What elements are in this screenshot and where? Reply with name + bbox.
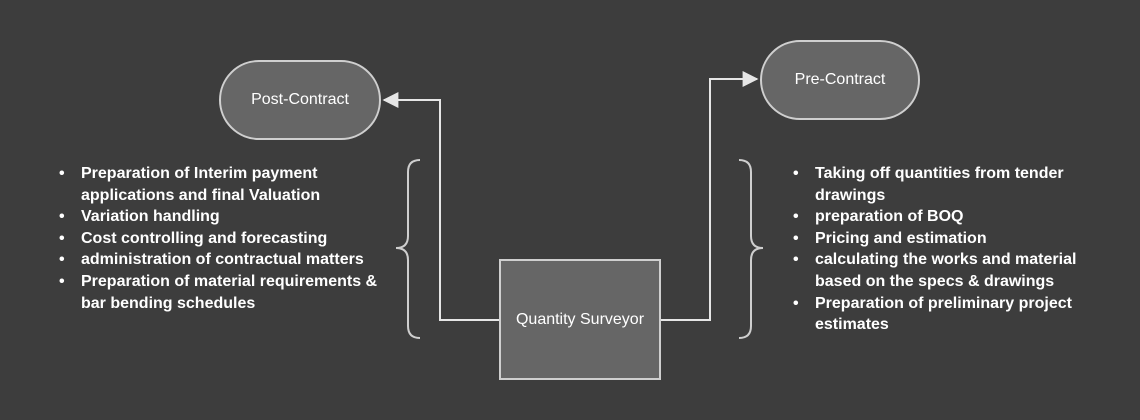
pre-contract-node: Pre-Contract	[760, 40, 920, 120]
right-brace	[738, 159, 764, 339]
post-contract-label: Post-Contract	[251, 91, 349, 108]
list-item: Preparation of Interim payment applicati…	[59, 163, 379, 206]
left-brace	[395, 159, 421, 339]
list-item: Pricing and estimation	[793, 228, 1103, 250]
connector-to-post-contract	[382, 92, 499, 321]
quantity-surveyor-node: Quantity Surveyor	[499, 259, 661, 380]
connector-to-pre-contract	[661, 71, 759, 321]
list-item: Preparation of preliminary project estim…	[793, 293, 1103, 336]
quantity-surveyor-label: Quantity Surveyor	[515, 310, 645, 328]
pre-contract-label: Pre-Contract	[794, 71, 886, 88]
list-item: calculating the works and material based…	[793, 249, 1103, 292]
list-item: Variation handling	[59, 206, 379, 228]
list-item: Cost controlling and forecasting	[59, 228, 379, 250]
list-item: Taking off quantities from tender drawin…	[793, 163, 1103, 206]
list-item: administration of contractual matters	[59, 249, 379, 271]
post-contract-task-list: Preparation of Interim payment applicati…	[59, 163, 379, 314]
list-item: preparation of BOQ	[793, 206, 1103, 228]
list-item: Preparation of material requirements & b…	[59, 271, 379, 314]
post-contract-node: Post-Contract	[219, 60, 381, 140]
pre-contract-task-list: Taking off quantities from tender drawin…	[793, 163, 1103, 336]
